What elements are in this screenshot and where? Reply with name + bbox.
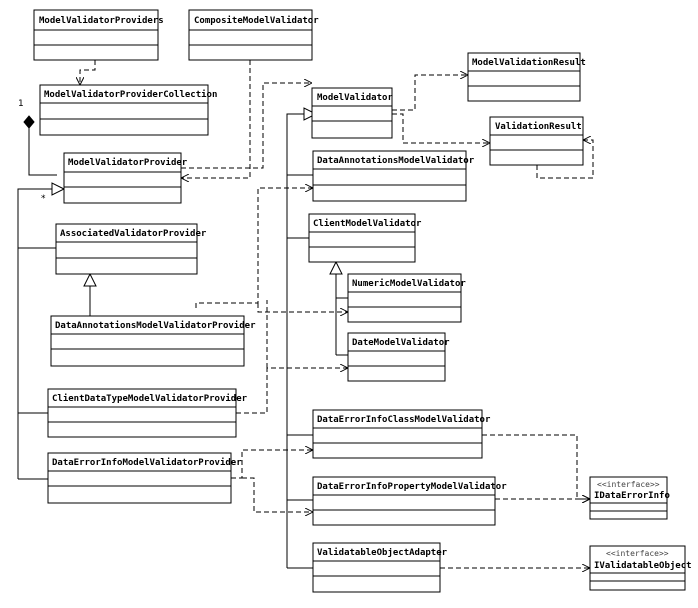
dep-provider-to-modelvalidator — [181, 83, 312, 169]
inheritance-triangle-provider — [51, 182, 66, 196]
class-box-data-annotations-model-validator[interactable]: DataAnnotationsModelValidator — [312, 150, 475, 202]
class-box-i-validatable-object[interactable]: <<interface>> IValidatableObject — [589, 545, 692, 591]
multiplicity-one: 1 — [18, 99, 24, 109]
provider-inheritance-trunk — [17, 188, 52, 479]
class-name: ModelValidatorProviders — [39, 15, 164, 26]
class-box-numeric-model-validator[interactable]: NumericModelValidator — [347, 273, 466, 323]
class-box-model-validator-provider-collection[interactable]: ModelValidatorProviderCollection — [39, 84, 217, 136]
class-box-model-validator-providers[interactable]: ModelValidatorProviders — [33, 9, 164, 61]
dep-providers-to-collection — [80, 60, 96, 85]
multiplicity-many: * — [41, 194, 46, 204]
validator-inheritance-trunk — [286, 113, 304, 568]
interface-stereotype: <<interface>> — [597, 480, 660, 489]
class-box-client-model-validator[interactable]: ClientModelValidator — [308, 213, 422, 263]
class-name: NumericModelValidator — [352, 278, 466, 289]
class-box-associated-validator-provider[interactable]: AssociatedValidatorProvider — [55, 223, 207, 275]
class-name: DataErrorInfoModelValidatorProvider — [52, 457, 242, 468]
inheritance-triangle-associated — [83, 272, 97, 287]
class-box-validatable-object-adapter[interactable]: ValidatableObjectAdapter — [312, 542, 448, 593]
class-box-model-validation-result[interactable]: ModelValidationResult — [467, 52, 586, 102]
dep-clientdatatype-to-numeric — [236, 368, 348, 414]
dep-modelvalidator-to-result — [392, 75, 468, 111]
class-box-client-data-type-model-validator-provider[interactable]: ClientDataTypeModelValidatorProvider — [47, 388, 248, 438]
class-name: ModelValidationResult — [472, 57, 586, 68]
class-name: ModelValidator — [317, 92, 393, 103]
class-box-i-data-error-info[interactable]: <<interface>> IDataErrorInfo — [589, 476, 670, 520]
dep-dataannotationsprovider-to-numeric — [257, 303, 348, 312]
class-name: DataAnnotationsModelValidator — [317, 155, 475, 166]
class-box-model-validator-provider[interactable]: ModelValidatorProvider — [63, 152, 188, 204]
inherit-dataannotations-provider — [89, 286, 100, 317]
class-name: AssociatedValidatorProvider — [60, 228, 207, 239]
class-name: DateModelValidator — [352, 337, 450, 348]
class-name: CompositeModelValidator — [194, 15, 319, 26]
composition-diamond — [23, 115, 35, 129]
class-box-data-annotations-model-validator-provider[interactable]: DataAnnotationsModelValidatorProvider — [50, 315, 256, 367]
class-name: DataAnnotationsModelValidatorProvider — [55, 320, 256, 331]
class-box-data-error-info-property-model-validator[interactable]: DataErrorInfoPropertyModelValidator — [312, 476, 507, 526]
class-name: ValidatableObjectAdapter — [317, 547, 448, 558]
class-name: IDataErrorInfo — [594, 491, 670, 501]
class-name: DataErrorInfoClassModelValidator — [317, 414, 491, 425]
class-box-date-model-validator[interactable]: DateModelValidator — [347, 332, 450, 382]
dep-dataerrorinfoprovider-to-class — [231, 450, 313, 479]
class-name: IValidatableObject — [594, 560, 692, 571]
class-box-validation-result[interactable]: ValidationResult — [489, 116, 584, 166]
class-name: ModelValidatorProviderCollection — [44, 89, 217, 100]
class-name: DataErrorInfoPropertyModelValidator — [317, 481, 507, 492]
class-name: ModelValidatorProvider — [68, 157, 188, 168]
class-name: ClientModelValidator — [313, 218, 422, 229]
interface-stereotype: <<interface>> — [606, 549, 669, 558]
dep-dataerrorinfoprovider-to-property — [242, 477, 313, 512]
class-box-data-error-info-class-model-validator[interactable]: DataErrorInfoClassModelValidator — [312, 409, 491, 459]
class-box-composite-model-validator[interactable]: CompositeModelValidator — [188, 9, 319, 61]
inheritance-triangle-modelvalidator — [303, 107, 318, 121]
class-name: ClientDataTypeModelValidatorProvider — [52, 393, 248, 404]
class-name: ValidationResult — [495, 121, 582, 132]
inheritance-triangle-client — [329, 260, 343, 275]
dep-modelvalidator-to-validationresult — [392, 113, 490, 143]
dep-dataannotationsprovider-to-validators — [195, 188, 313, 308]
dep-composite-to-provider — [181, 60, 251, 178]
dep-dataannotations-to-validationresult — [536, 140, 594, 179]
class-box-data-error-info-model-validator-provider[interactable]: DataErrorInfoModelValidatorProvider — [47, 452, 242, 504]
class-box-model-validator[interactable]: ModelValidator — [311, 87, 393, 139]
composition-collection-provider — [28, 122, 57, 176]
